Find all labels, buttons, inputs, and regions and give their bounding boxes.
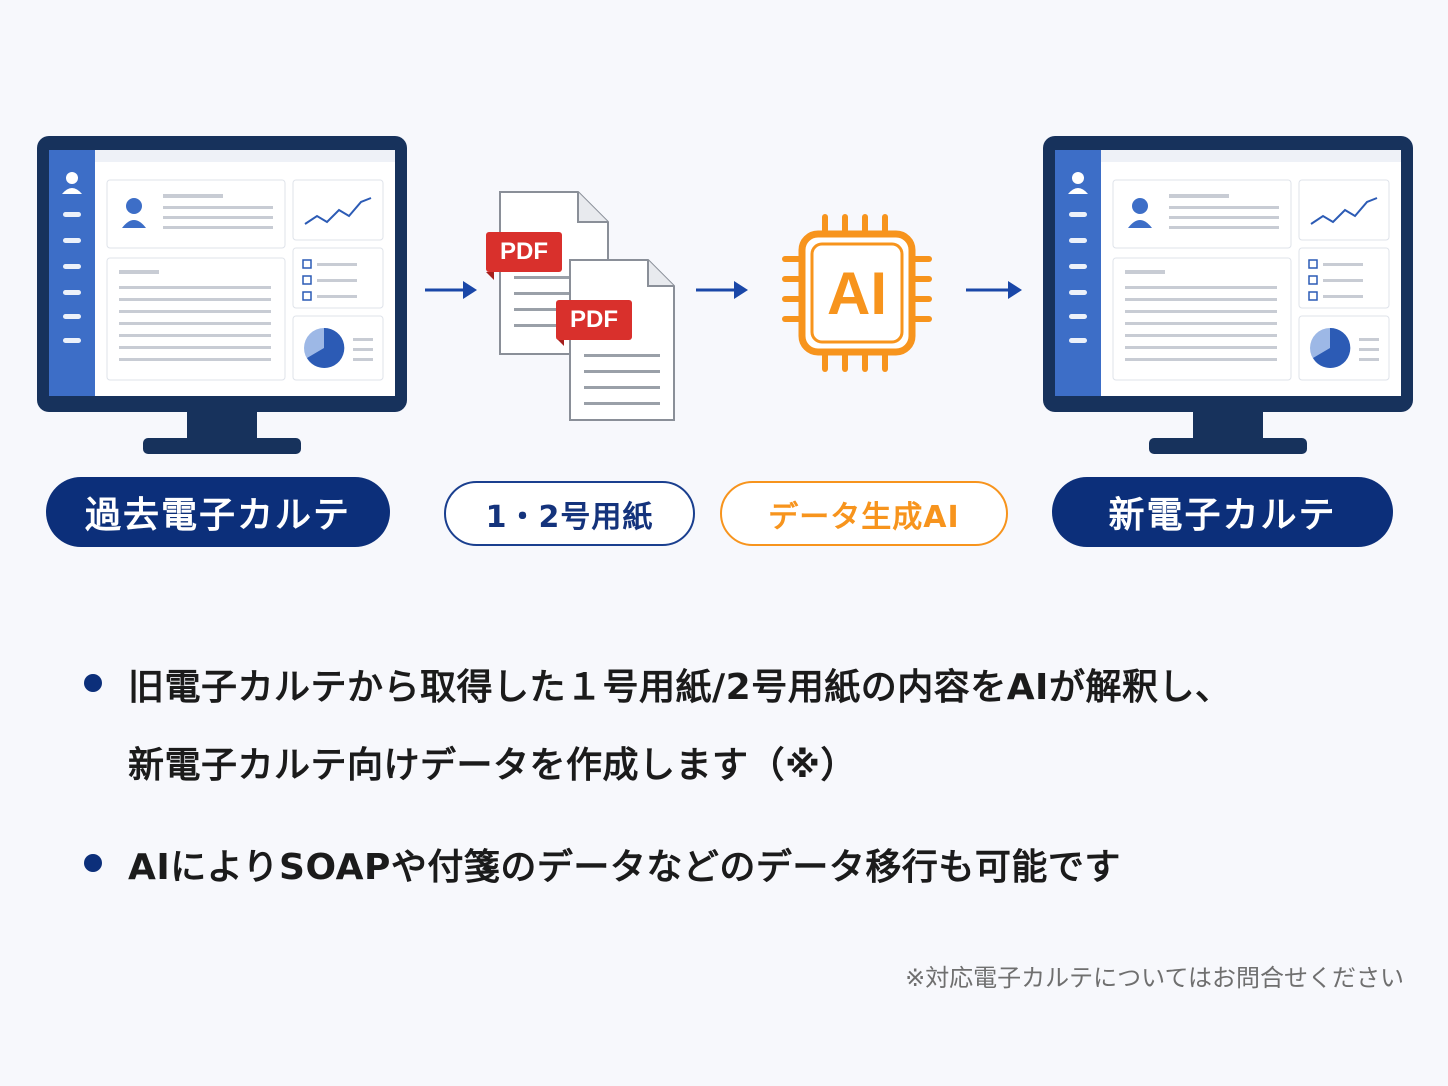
label-old-emr: 過去電子カルテ	[46, 477, 390, 547]
ai-chip-icon: AI	[780, 210, 936, 376]
arrow-right-icon	[694, 276, 750, 304]
bullet-1-line-2: 新電子カルテ向けデータを作成します（※）	[128, 745, 857, 786]
bullet-dot	[84, 854, 102, 872]
arrow-right-icon	[964, 276, 1024, 304]
bullet-2-line-1: AIによりSOAPや付箋のデータなどのデータ移行も可能です	[128, 847, 1121, 888]
new-emr-monitor-icon	[1043, 136, 1413, 456]
bullet-dot	[84, 674, 102, 692]
old-emr-monitor-icon	[37, 136, 407, 456]
pdf-documents-icon: PDF PDF	[484, 188, 680, 424]
label-new-emr: 新電子カルテ	[1052, 477, 1393, 547]
pdf-badge: PDF	[556, 300, 632, 340]
label-data-generation-ai: データ生成AI	[720, 481, 1008, 546]
label-form-1-2: 1・2号用紙	[444, 481, 695, 546]
arrow-right-icon	[423, 276, 479, 304]
pdf-badge: PDF	[486, 232, 562, 272]
ai-chip-label: AI	[827, 259, 887, 327]
footnote: ※対応電子カルテについてはお問合せください	[905, 964, 1404, 992]
bullet-1-line-1: 旧電子カルテから取得した１号用紙/2号用紙の内容をAIが解釈し、	[128, 667, 1232, 708]
